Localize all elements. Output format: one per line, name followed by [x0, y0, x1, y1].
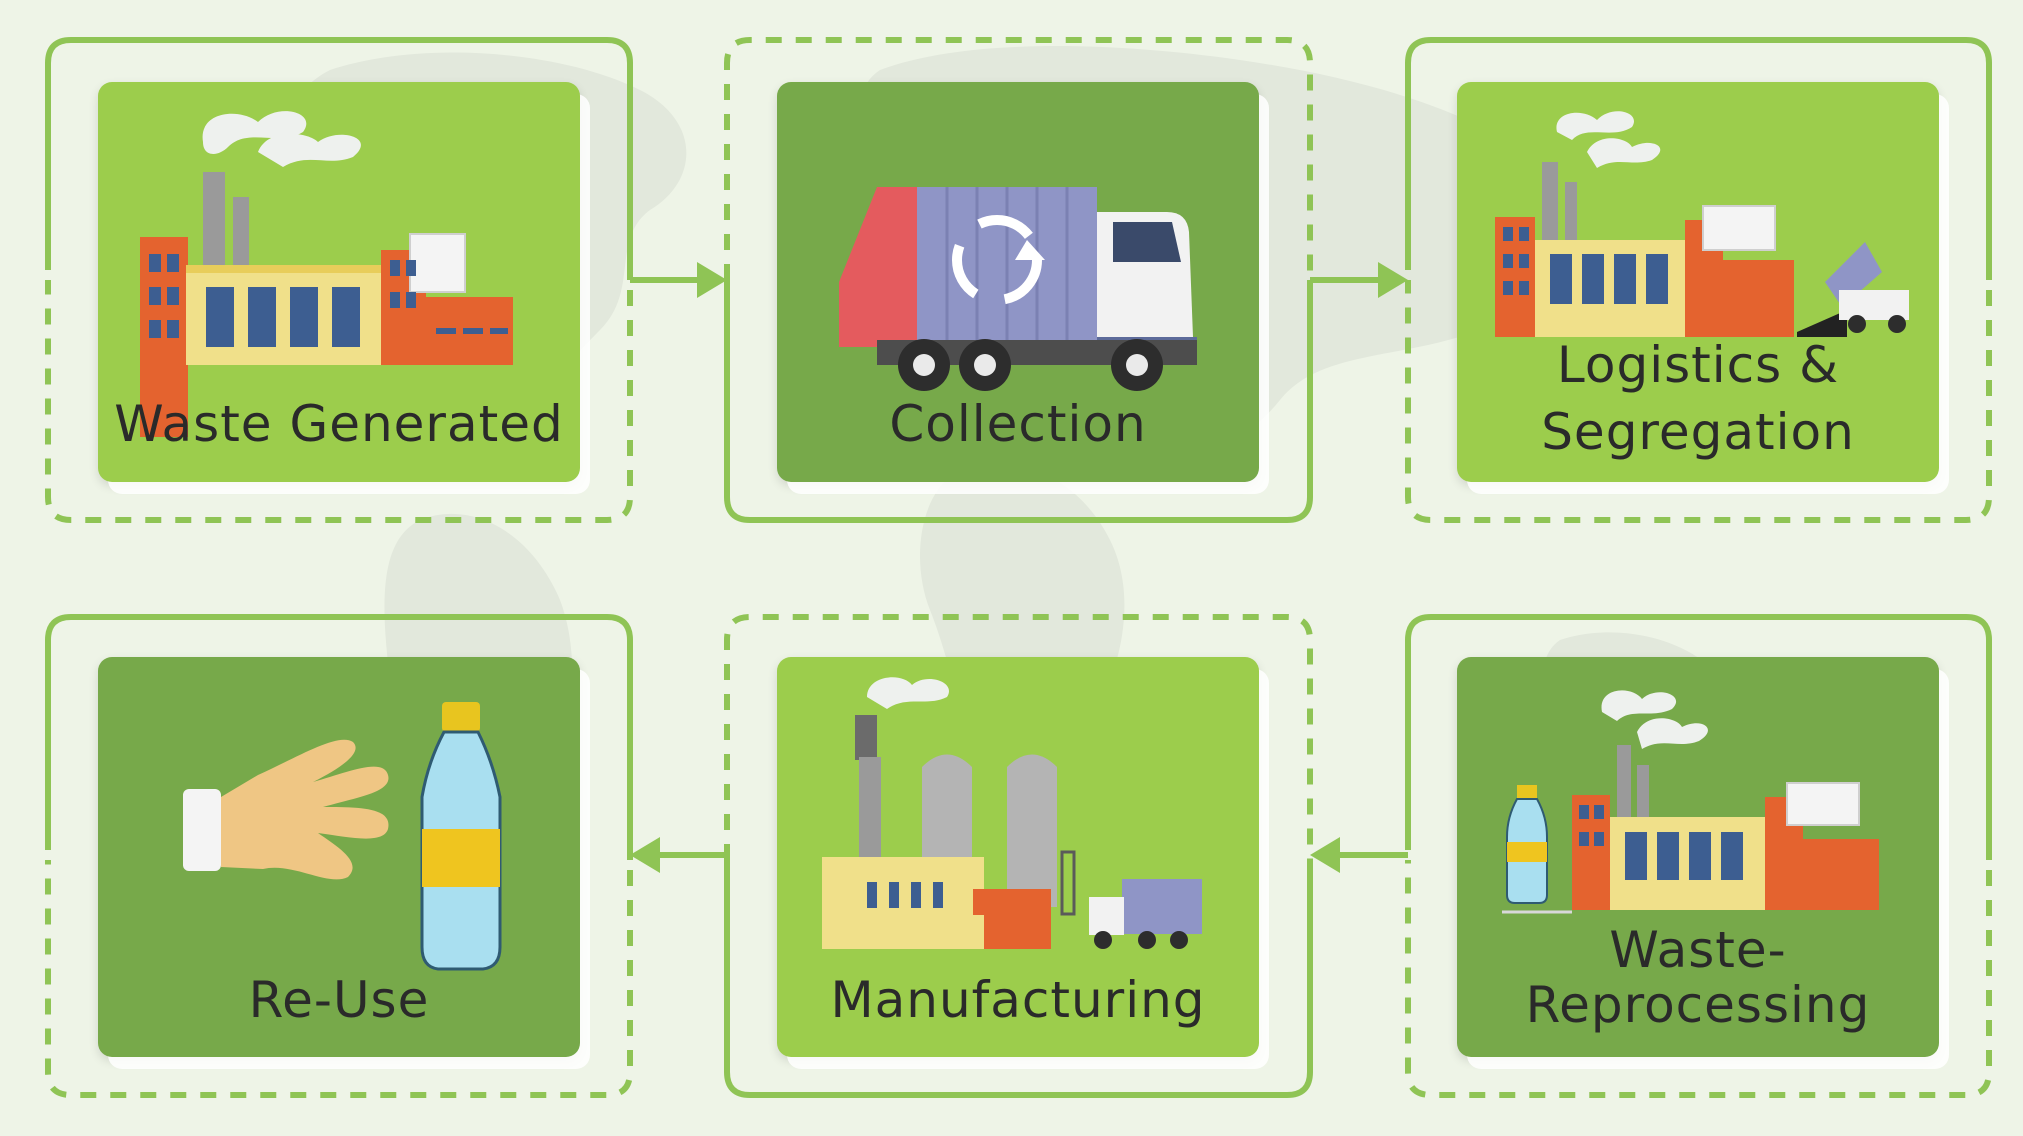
flow-arrows — [630, 262, 1408, 873]
step-card-manufacturing: Manufacturing — [777, 657, 1259, 1057]
step-label: Manufacturing — [830, 971, 1206, 1029]
step-card-re-use: Re-Use — [98, 657, 580, 1057]
step-card-collection: Collection — [777, 82, 1259, 482]
step-label: Collection — [889, 395, 1147, 453]
factory-icon — [140, 111, 513, 437]
plant-silo-truck-icon — [822, 677, 1202, 949]
hand-bottle-icon — [183, 702, 502, 971]
step-card-waste-generated: Waste Generated — [98, 82, 580, 482]
step-label-line-1: Waste- — [1609, 921, 1787, 979]
step-label: Re-Use — [248, 971, 430, 1029]
step-label: Waste Generated — [114, 395, 564, 453]
step-label-line-1: Logistics & — [1556, 336, 1840, 394]
step-card-waste-reprocessing: Waste- Reprocessing — [1457, 657, 1939, 1057]
garbage-truck-icon — [839, 187, 1197, 391]
step-label-line-2: Reprocessing — [1525, 976, 1871, 1034]
step-label-line-2: Segregation — [1541, 403, 1855, 461]
factory-bottle-icon — [1502, 690, 1879, 914]
box-frames — [45, 37, 1992, 1098]
factory-dumper-icon — [1495, 111, 1909, 337]
step-card-logistics-segregation: Logistics & Segregation — [1457, 82, 1939, 482]
